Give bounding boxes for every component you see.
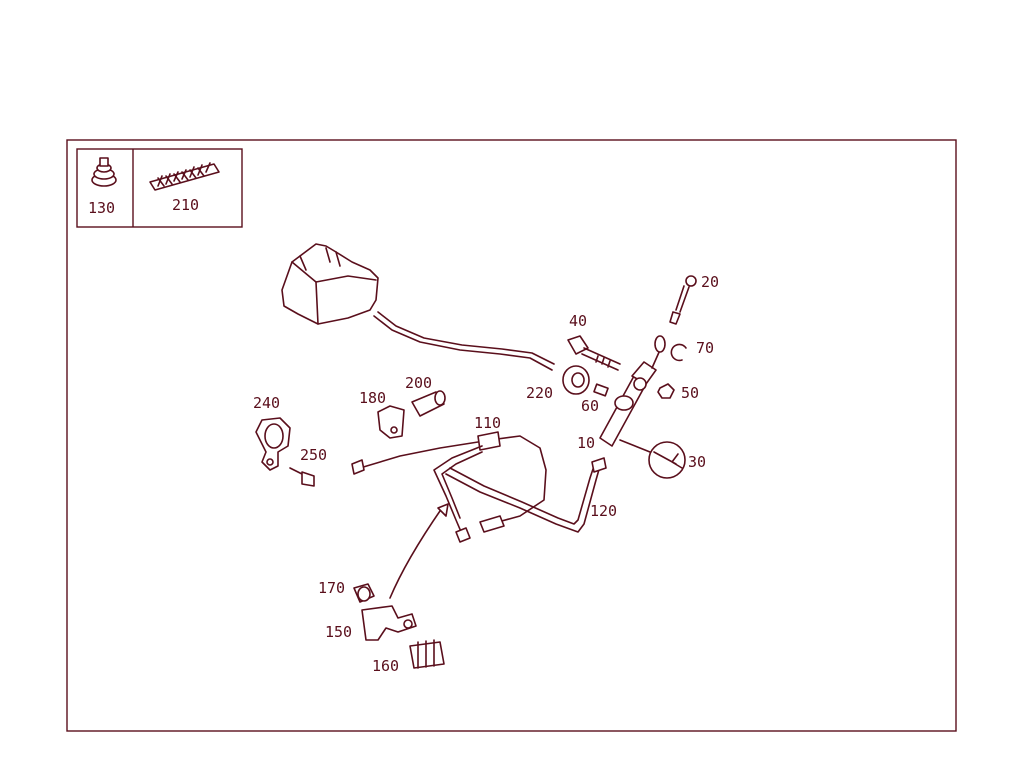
rubber-bush <box>411 390 446 417</box>
callout-50: 50 <box>681 384 699 402</box>
callout-10: 10 <box>577 434 595 452</box>
callout-30: 30 <box>688 453 706 471</box>
braided-hose-icon <box>149 162 220 191</box>
callout-110: 110 <box>474 414 501 432</box>
pushrod <box>669 275 697 325</box>
master-cylinder <box>599 335 666 447</box>
callout-200: 200 <box>405 374 432 392</box>
nut <box>657 383 675 399</box>
wrench-icon <box>619 439 686 479</box>
callout-160: 160 <box>372 657 399 675</box>
callout-40: 40 <box>569 312 587 330</box>
bolt <box>567 335 621 371</box>
diagram-frame <box>66 139 957 732</box>
arrow-head <box>437 503 449 517</box>
callout-250: 250 <box>300 446 327 464</box>
reservoir-hose <box>373 315 553 371</box>
callout-70: 70 <box>696 339 714 357</box>
callout-240: 240 <box>253 394 280 412</box>
callout-150: 150 <box>325 623 352 641</box>
screw <box>289 467 315 487</box>
detail-arrow <box>389 507 443 599</box>
bracket-150 <box>361 605 417 641</box>
legend-label-130: 130 <box>88 199 115 217</box>
callout-180: 180 <box>359 389 386 407</box>
rubber-boot-icon <box>91 157 117 187</box>
pipe-clamp <box>255 417 291 471</box>
hydraulic-line-120 <box>445 457 607 533</box>
legend-box: 130 210 <box>76 148 243 228</box>
legend-label-210: 210 <box>172 196 199 214</box>
seal-grommet <box>562 365 590 395</box>
hydraulic-line-110 <box>351 431 547 543</box>
callout-120: 120 <box>590 502 617 520</box>
callout-170: 170 <box>318 579 345 597</box>
callout-60: 60 <box>581 397 599 415</box>
callout-20: 20 <box>701 273 719 291</box>
retaining-clip <box>670 343 687 362</box>
grommet-170 <box>353 583 375 603</box>
rubber-block-160 <box>409 639 445 669</box>
fluid-reservoir <box>281 243 379 325</box>
mounting-clip <box>377 405 405 439</box>
fitting <box>593 383 609 397</box>
callout-220: 220 <box>526 384 553 402</box>
